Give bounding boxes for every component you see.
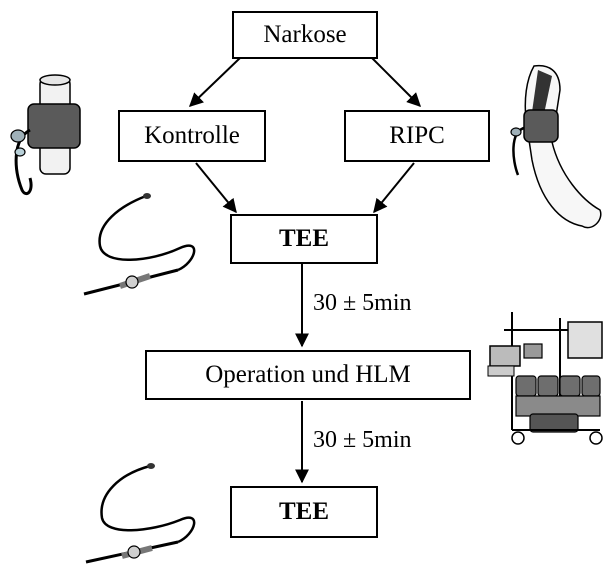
arrow-kontrolle-tee — [195, 162, 237, 214]
node-narkose-label: Narkose — [263, 21, 347, 48]
node-operation: Operation und HLM — [145, 350, 471, 400]
interval-label-second: 30 ± 5min — [313, 427, 412, 453]
node-tee-first-label: TEE — [278, 225, 330, 252]
node-narkose: Narkose — [232, 11, 378, 59]
arrow-narkose-ripc — [371, 57, 421, 107]
arrow-narkose-kontrolle — [188, 57, 241, 107]
node-tee-first: TEE — [230, 214, 378, 264]
arrow-ripc-tee — [373, 162, 415, 214]
node-ripc-label: RIPC — [389, 122, 445, 149]
node-kontrolle-label: Kontrolle — [144, 122, 240, 149]
node-kontrolle: Kontrolle — [118, 110, 266, 162]
node-ripc: RIPC — [344, 110, 490, 162]
interval-label-first: 30 ± 5min — [313, 290, 412, 316]
node-tee-second: TEE — [230, 486, 378, 538]
node-tee-second-label: TEE — [278, 498, 330, 525]
node-operation-label: Operation und HLM — [205, 361, 411, 388]
